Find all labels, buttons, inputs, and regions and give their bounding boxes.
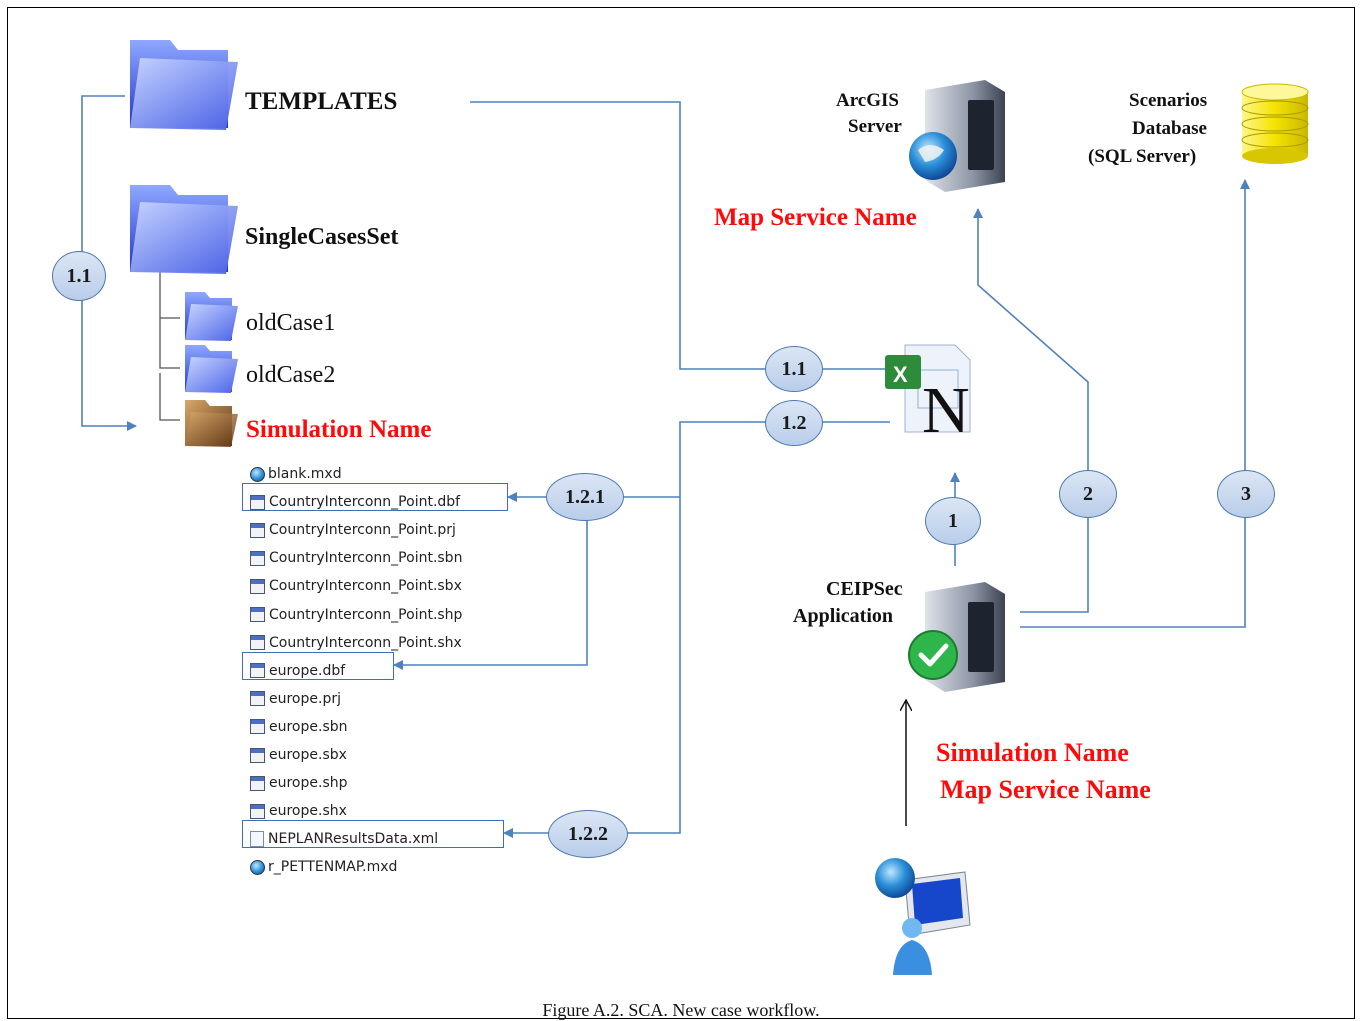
file-name: CountryInterconn_Point.prj bbox=[269, 522, 456, 539]
database-label-line1: Scenarios bbox=[1129, 90, 1208, 111]
old-case-1-folder-icon bbox=[185, 292, 238, 341]
excel-neplan-document-icon: X bbox=[885, 344, 971, 433]
arcgis-label-line1: ArcGIS bbox=[836, 90, 899, 111]
data-file-icon bbox=[250, 719, 265, 735]
simulation-folder-icon bbox=[185, 400, 238, 447]
arcgis-server-icon bbox=[909, 80, 1005, 192]
simulation-name-folder-label: Simulation Name bbox=[246, 416, 432, 443]
file-name: europe.dbf bbox=[269, 662, 346, 679]
file-list-item: NEPLANResultsData.xml bbox=[250, 828, 438, 850]
file-list-item: CountryInterconn_Point.dbf bbox=[250, 491, 460, 513]
file-list-item: CountryInterconn_Point.sbn bbox=[250, 547, 462, 569]
data-file-icon bbox=[250, 663, 265, 679]
step-bubble-1: 1 bbox=[925, 497, 981, 545]
file-list-item: CountryInterconn_Point.shp bbox=[250, 604, 462, 626]
step-bubble-1-1-left: 1.1 bbox=[52, 251, 106, 301]
input-simulation-name: Simulation Name bbox=[936, 738, 1129, 767]
xml-file-icon bbox=[250, 831, 264, 848]
data-file-icon bbox=[250, 775, 265, 791]
file-name: europe.sbn bbox=[269, 718, 348, 735]
ceipsec-label-line2: Application bbox=[793, 605, 894, 627]
file-name: CountryInterconn_Point.sbn bbox=[269, 550, 463, 567]
map-service-name-label: Map Service Name bbox=[714, 204, 917, 231]
step-bubble-1-2: 1.2 bbox=[765, 400, 823, 446]
highlight-box-countryinterconn-dbf bbox=[242, 483, 508, 511]
file-list-item: europe.sbn bbox=[250, 716, 348, 738]
step-bubble-3: 3 bbox=[1217, 470, 1275, 518]
file-list-item: europe.sbx bbox=[250, 744, 347, 766]
step-bubble-1-1-right: 1.1 bbox=[765, 346, 823, 392]
old-case-2-folder-icon bbox=[185, 345, 238, 393]
file-list-item: europe.prj bbox=[250, 688, 341, 710]
step-bubble-1-2-1: 1.2.1 bbox=[546, 473, 624, 521]
file-list-item: r_PETTENMAP.mxd bbox=[250, 856, 397, 878]
input-map-service-name: Map Service Name bbox=[940, 775, 1151, 804]
data-file-icon bbox=[250, 747, 265, 763]
highlight-box-europe-dbf bbox=[242, 652, 394, 680]
data-file-icon bbox=[250, 691, 265, 707]
data-file-icon bbox=[250, 578, 265, 594]
ceipsec-server-icon bbox=[908, 582, 1005, 692]
database-label-line3: (SQL Server) bbox=[1088, 146, 1197, 167]
file-name: NEPLANResultsData.xml bbox=[268, 831, 439, 848]
templates-label: TEMPLATES bbox=[245, 88, 398, 115]
file-list-item: CountryInterconn_Point.prj bbox=[250, 519, 456, 541]
file-list-item: europe.shx bbox=[250, 800, 347, 822]
file-name: CountryInterconn_Point.dbf bbox=[269, 494, 461, 511]
data-file-icon bbox=[250, 803, 265, 819]
arcgis-label-line2: Server bbox=[848, 116, 902, 137]
data-file-icon bbox=[250, 522, 265, 538]
file-list-item: CountryInterconn_Point.sbx bbox=[250, 575, 462, 597]
data-file-icon bbox=[250, 550, 265, 566]
file-name: europe.prj bbox=[269, 690, 341, 707]
single-cases-set-label: SingleCasesSet bbox=[245, 224, 399, 250]
edge-3 bbox=[1020, 179, 1250, 628]
data-file-icon bbox=[250, 635, 265, 651]
step-bubble-1-2-2: 1.2.2 bbox=[548, 810, 628, 858]
neplan-n-glyph: N bbox=[922, 374, 970, 447]
folder-tree-lower bbox=[159, 373, 180, 421]
database-label-line2: Database bbox=[1132, 118, 1207, 139]
file-list-item: blank.mxd bbox=[250, 463, 342, 485]
file-list-item: CountryInterconn_Point.shx bbox=[250, 632, 462, 654]
file-name: europe.shx bbox=[269, 803, 347, 820]
file-name: blank.mxd bbox=[268, 466, 342, 482]
data-file-icon bbox=[250, 607, 265, 622]
old-case-1-label: oldCase1 bbox=[246, 310, 336, 336]
single-cases-set-folder-icon bbox=[130, 185, 238, 274]
file-name: europe.shp bbox=[269, 775, 348, 792]
file-name: CountryInterconn_Point.shx bbox=[269, 634, 462, 651]
map-document-icon bbox=[250, 859, 265, 875]
data-file-icon bbox=[250, 494, 265, 510]
highlight-box-neplan-xml bbox=[242, 820, 504, 848]
file-name: CountryInterconn_Point.shp bbox=[269, 606, 463, 623]
file-list-item: europe.shp bbox=[250, 772, 348, 794]
file-list-item: europe.dbf bbox=[250, 660, 345, 682]
figure-border bbox=[7, 7, 1355, 1019]
file-name: CountryInterconn_Point.sbx bbox=[269, 578, 462, 595]
file-name: r_PETTENMAP.mxd bbox=[268, 859, 398, 876]
map-document-icon bbox=[250, 466, 265, 482]
file-name: europe.sbx bbox=[269, 747, 347, 763]
ceipsec-label-line1: CEIPSec bbox=[826, 578, 903, 600]
folder-tree-upper bbox=[159, 268, 180, 369]
old-case-2-label: oldCase2 bbox=[246, 362, 336, 388]
database-cylinder-icon bbox=[1241, 83, 1309, 164]
step-bubble-2: 2 bbox=[1059, 470, 1117, 518]
edge-2 bbox=[973, 208, 1089, 613]
svg-text:X: X bbox=[893, 362, 908, 387]
figure-caption: Figure A.2. SCA. New case workflow. bbox=[542, 1000, 820, 1020]
user-workstation-icon bbox=[875, 858, 971, 975]
templates-folder-icon bbox=[130, 40, 238, 130]
edge-1-2-1-europe bbox=[393, 497, 588, 670]
